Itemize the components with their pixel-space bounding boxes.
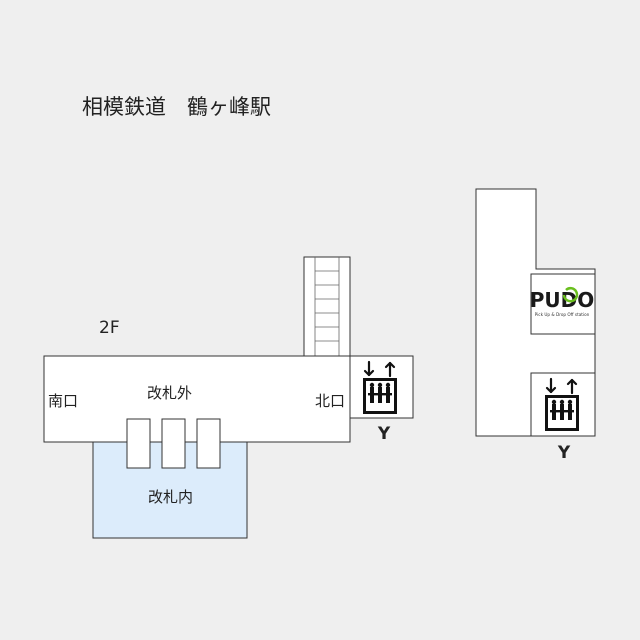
pudo-logo-icon: PUDO Pick Up & Drop Off station bbox=[530, 286, 595, 317]
floor-label: 2F bbox=[99, 318, 120, 338]
pudo-logo: PUDO bbox=[530, 288, 595, 312]
pudo-box bbox=[530, 273, 596, 335]
ticket-gate bbox=[196, 418, 221, 469]
station-title: 相模鉄道 鶴ヶ峰駅 bbox=[82, 95, 271, 119]
pudo-arrow bbox=[562, 286, 579, 303]
east-elevator-letter: Y bbox=[557, 443, 571, 463]
ticket-gate bbox=[161, 418, 186, 469]
stairs-icon bbox=[303, 256, 351, 357]
north-exit-label: 北口 bbox=[315, 392, 345, 410]
south-exit-label: 南口 bbox=[48, 392, 78, 410]
ticket-gate bbox=[126, 418, 151, 469]
pudo-tagline: Pick Up & Drop Off station bbox=[535, 312, 590, 317]
elevator-icon bbox=[545, 377, 579, 431]
inside-gate-label: 改札内 bbox=[148, 488, 193, 506]
north-elevator-letter: Y bbox=[377, 424, 391, 444]
ticket-gate-icon bbox=[126, 418, 221, 469]
outside-gate-label: 改札外 bbox=[147, 384, 192, 402]
elevator-icon bbox=[363, 360, 397, 414]
